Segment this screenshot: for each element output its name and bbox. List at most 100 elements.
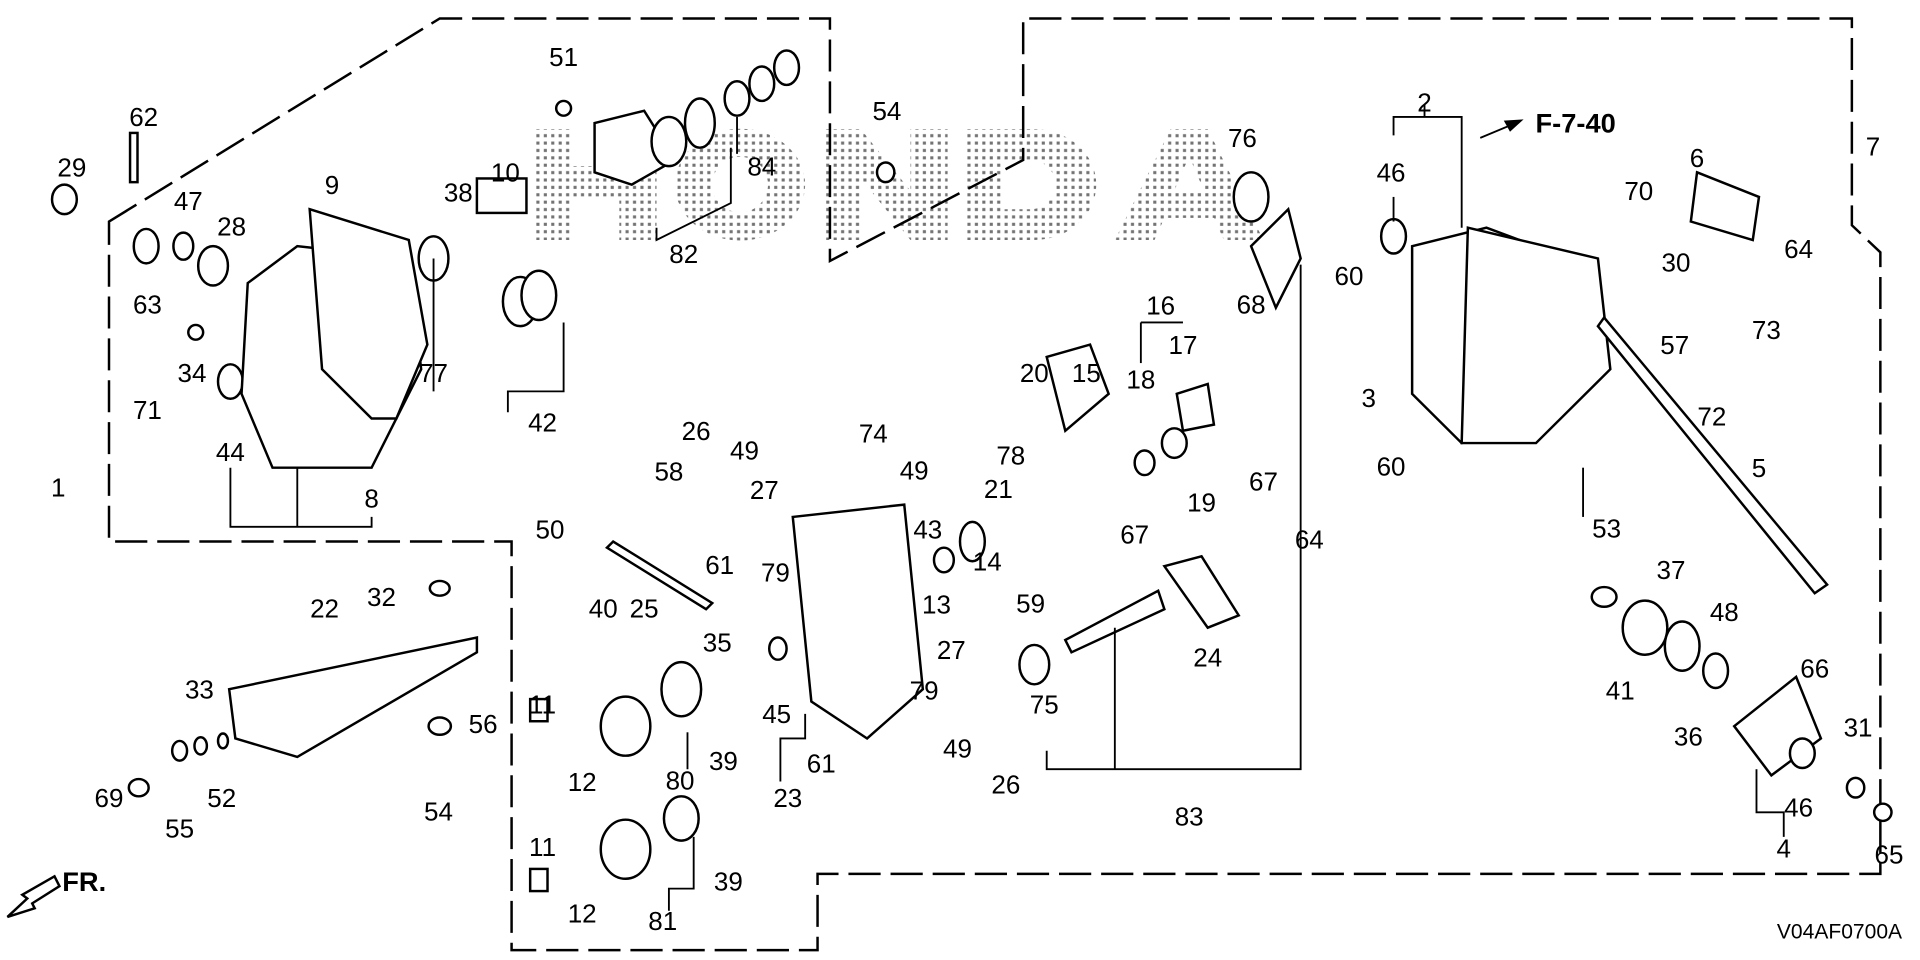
part-label-23[interactable]: 23: [773, 785, 802, 813]
part-label-83[interactable]: 83: [1175, 803, 1204, 831]
part-label-65[interactable]: 65: [1875, 842, 1904, 870]
part-label-32[interactable]: 32: [367, 584, 396, 612]
part-label-70[interactable]: 70: [1624, 178, 1653, 206]
part-label-8[interactable]: 8: [364, 486, 378, 514]
part-label-48[interactable]: 48: [1710, 599, 1739, 627]
part-label-38[interactable]: 38: [444, 179, 473, 207]
part-label-39[interactable]: 39: [709, 748, 738, 776]
part-label-20[interactable]: 20: [1020, 360, 1049, 388]
part-label-59[interactable]: 59: [1016, 590, 1045, 618]
part-label-50[interactable]: 50: [536, 517, 565, 545]
part-label-7[interactable]: 7: [1866, 134, 1880, 162]
part-label-4[interactable]: 4: [1777, 835, 1791, 863]
part-label-74[interactable]: 74: [859, 421, 888, 449]
part-label-13[interactable]: 13: [922, 592, 951, 620]
part-label-16[interactable]: 16: [1146, 293, 1175, 321]
part-label-49[interactable]: 49: [943, 736, 972, 764]
part-label-24[interactable]: 24: [1193, 645, 1222, 673]
part-label-62[interactable]: 62: [129, 104, 158, 132]
reference-arrow[interactable]: F-7-40: [1479, 108, 1616, 139]
part-label-75[interactable]: 75: [1030, 691, 1059, 719]
part-label-19[interactable]: 19: [1187, 490, 1216, 518]
part-label-79[interactable]: 79: [761, 560, 790, 588]
part-label-26[interactable]: 26: [991, 771, 1020, 799]
part-label-53[interactable]: 53: [1592, 515, 1621, 543]
part-label-11[interactable]: 11: [529, 691, 556, 719]
part-label-81[interactable]: 81: [648, 908, 677, 936]
part-label-72[interactable]: 72: [1697, 403, 1726, 431]
part-label-2[interactable]: 2: [1417, 90, 1431, 118]
part-label-30[interactable]: 30: [1662, 250, 1691, 278]
part-label-44[interactable]: 44: [216, 439, 245, 467]
part-label-35[interactable]: 35: [703, 630, 732, 658]
part-label-33[interactable]: 33: [185, 677, 214, 705]
part-label-77[interactable]: 77: [419, 360, 448, 388]
part-label-5[interactable]: 5: [1752, 455, 1766, 483]
part-label-12[interactable]: 12: [568, 769, 597, 797]
part-label-11[interactable]: 11: [529, 834, 556, 862]
part-label-18[interactable]: 18: [1126, 366, 1155, 394]
part-label-15[interactable]: 15: [1072, 360, 1101, 388]
part-label-49[interactable]: 49: [900, 458, 929, 486]
part-label-45[interactable]: 45: [762, 701, 791, 729]
part-label-3[interactable]: 3: [1362, 385, 1376, 413]
part-label-71[interactable]: 71: [133, 397, 162, 425]
part-label-27[interactable]: 27: [937, 637, 966, 665]
part-label-12[interactable]: 12: [568, 901, 597, 929]
part-label-55[interactable]: 55: [165, 816, 194, 844]
part-label-79[interactable]: 79: [910, 678, 939, 706]
part-label-40[interactable]: 40: [589, 595, 618, 623]
part-label-43[interactable]: 43: [913, 517, 942, 545]
part-label-9[interactable]: 9: [325, 172, 339, 200]
part-label-17[interactable]: 17: [1169, 332, 1198, 360]
part-label-26[interactable]: 26: [682, 418, 711, 446]
part-label-54[interactable]: 54: [872, 98, 901, 126]
part-label-49[interactable]: 49: [730, 438, 759, 466]
part-label-46[interactable]: 46: [1377, 160, 1406, 188]
part-label-52[interactable]: 52: [207, 785, 236, 813]
part-label-39[interactable]: 39: [714, 869, 743, 897]
part-label-37[interactable]: 37: [1657, 557, 1686, 585]
part-label-1[interactable]: 1: [51, 475, 65, 503]
part-label-25[interactable]: 25: [630, 595, 659, 623]
part-label-84[interactable]: 84: [747, 154, 776, 182]
part-label-28[interactable]: 28: [217, 214, 246, 242]
part-label-73[interactable]: 73: [1752, 317, 1781, 345]
part-label-64[interactable]: 64: [1295, 526, 1324, 554]
part-label-63[interactable]: 63: [133, 291, 162, 319]
part-label-64[interactable]: 64: [1784, 236, 1813, 264]
part-label-42[interactable]: 42: [528, 410, 557, 438]
part-label-61[interactable]: 61: [807, 750, 836, 778]
part-label-66[interactable]: 66: [1800, 656, 1829, 684]
part-label-57[interactable]: 57: [1660, 332, 1689, 360]
part-label-60[interactable]: 60: [1334, 263, 1363, 291]
part-label-46[interactable]: 46: [1784, 795, 1813, 823]
part-label-60[interactable]: 60: [1377, 454, 1406, 482]
part-label-67[interactable]: 67: [1249, 469, 1278, 497]
part-label-82[interactable]: 82: [669, 241, 698, 269]
part-label-78[interactable]: 78: [996, 443, 1025, 471]
part-label-51[interactable]: 51: [549, 44, 578, 72]
part-label-56[interactable]: 56: [469, 711, 498, 739]
part-label-41[interactable]: 41: [1606, 678, 1635, 706]
part-label-76[interactable]: 76: [1228, 125, 1257, 153]
part-label-69[interactable]: 69: [95, 785, 124, 813]
reference-link[interactable]: F-7-40: [1536, 108, 1616, 139]
part-label-58[interactable]: 58: [654, 459, 683, 487]
part-label-36[interactable]: 36: [1674, 723, 1703, 751]
part-label-21[interactable]: 21: [984, 476, 1013, 504]
part-label-29[interactable]: 29: [57, 155, 86, 183]
part-label-34[interactable]: 34: [178, 360, 207, 388]
part-label-6[interactable]: 6: [1690, 145, 1704, 173]
part-label-27[interactable]: 27: [750, 477, 779, 505]
part-label-10[interactable]: 10: [491, 160, 520, 188]
part-label-31[interactable]: 31: [1844, 715, 1873, 743]
part-label-47[interactable]: 47: [174, 188, 203, 216]
part-label-67[interactable]: 67: [1120, 522, 1149, 550]
part-label-14[interactable]: 14: [973, 549, 1002, 577]
part-label-22[interactable]: 22: [310, 595, 339, 623]
part-label-54[interactable]: 54: [424, 798, 453, 826]
part-label-80[interactable]: 80: [666, 768, 695, 796]
part-label-61[interactable]: 61: [705, 552, 734, 580]
part-label-68[interactable]: 68: [1237, 291, 1266, 319]
